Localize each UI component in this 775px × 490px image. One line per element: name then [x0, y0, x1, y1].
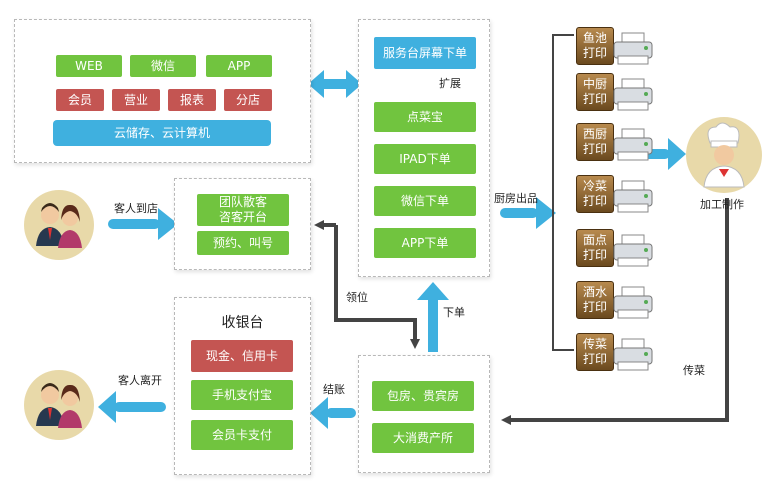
order-channel-wechat: 微信下单	[374, 186, 476, 216]
ordering-panel: 服务台屏幕下单 扩展 点菜宝 IPAD下单 微信下单 APP下单	[358, 19, 490, 277]
chef-avatar	[686, 117, 762, 193]
room-hall-box: 大消费产所	[372, 423, 474, 453]
channel-app-box: APP	[206, 55, 272, 77]
printer-icon	[613, 338, 653, 371]
cloud-box: 云储存、云计算机	[53, 120, 271, 146]
printer-icon	[613, 78, 653, 111]
room-vip-box: 包房、贵宾房	[372, 381, 474, 411]
pay-member-card-box: 会员卡支付	[191, 420, 293, 450]
module-report-box: 报表	[168, 89, 216, 111]
order-channel-diancaibao: 点菜宝	[374, 102, 476, 132]
leave-arrow	[98, 391, 166, 423]
sync-double-arrow	[308, 70, 362, 98]
checkout-label: 结账	[323, 383, 345, 396]
platform-panel: WEB 微信 APP 会员 营业 报表 分店 云储存、云计算机	[14, 19, 311, 163]
printer-icon	[613, 128, 653, 161]
printer-label: 面点 打印	[576, 229, 614, 267]
customer-leave-avatar	[24, 370, 94, 440]
printer-label: 冷菜 打印	[576, 175, 614, 213]
printer-item: 酒水 打印	[576, 281, 660, 325]
chef-icon	[703, 122, 745, 188]
arrive-arrow	[108, 208, 178, 240]
couple-icon	[36, 383, 82, 428]
pay-cash-card-box: 现金、信用卡	[191, 340, 293, 372]
cashier-panel: 收银台 现金、信用卡 手机支付宝 会员卡支付	[174, 297, 311, 475]
printer-label: 鱼池 打印	[576, 27, 614, 65]
channel-wechat-box: 微信	[130, 55, 196, 77]
printer-icon	[613, 234, 653, 267]
arrival-panel: 团队散客 咨客开台 预约、叫号	[174, 178, 311, 270]
order-channel-ipad: IPAD下单	[374, 144, 476, 174]
team-walkin-box: 团队散客 咨客开台	[197, 194, 289, 226]
channel-web-box: WEB	[56, 55, 122, 77]
printer-icon	[613, 286, 653, 319]
seat-label: 领位	[346, 291, 368, 304]
printer-label: 中厨 打印	[576, 73, 614, 111]
module-branch-box: 分店	[224, 89, 272, 111]
process-label: 加工制作	[700, 198, 744, 211]
expand-label: 扩展	[439, 77, 461, 90]
serve-label: 传菜	[683, 364, 705, 377]
module-member-box: 会员	[56, 89, 104, 111]
cashier-title: 收银台	[221, 315, 264, 331]
serve-arrow	[501, 198, 729, 425]
printer-icon	[613, 180, 653, 213]
order-channel-app: APP下单	[374, 228, 476, 258]
checkout-arrow	[310, 397, 356, 429]
arrive-label: 客人到店	[114, 202, 158, 215]
printer-label: 酒水 打印	[576, 281, 614, 319]
seat-arrow	[334, 225, 420, 349]
booking-box: 预约、叫号	[197, 231, 289, 255]
printer-item: 鱼池 打印	[576, 27, 660, 71]
couple-icon	[36, 203, 82, 248]
printer-label: 西厨 打印	[576, 123, 614, 161]
order-label: 下单	[443, 306, 465, 319]
module-business-box: 营业	[112, 89, 160, 111]
printer-item: 传菜 打印	[576, 333, 660, 377]
leave-label: 客人离开	[118, 374, 162, 387]
printer-item: 西厨 打印	[576, 123, 660, 167]
ordering-header-box: 服务台屏幕下单	[374, 37, 476, 69]
kitchen-output-arrow	[500, 197, 556, 229]
kitchen-output-label: 厨房出品	[494, 192, 538, 205]
rooms-panel: 包房、贵宾房 大消费产所	[358, 355, 490, 473]
customer-arrive-avatar	[24, 190, 94, 260]
printer-item: 中厨 打印	[576, 73, 660, 117]
printer-item: 面点 打印	[576, 229, 660, 273]
order-up-arrow	[417, 282, 449, 352]
printer-icon	[613, 32, 653, 65]
printer-bracket	[552, 34, 574, 351]
printer-label: 传菜 打印	[576, 333, 614, 371]
printer-item: 冷菜 打印	[576, 175, 660, 219]
pay-alipay-box: 手机支付宝	[191, 380, 293, 410]
